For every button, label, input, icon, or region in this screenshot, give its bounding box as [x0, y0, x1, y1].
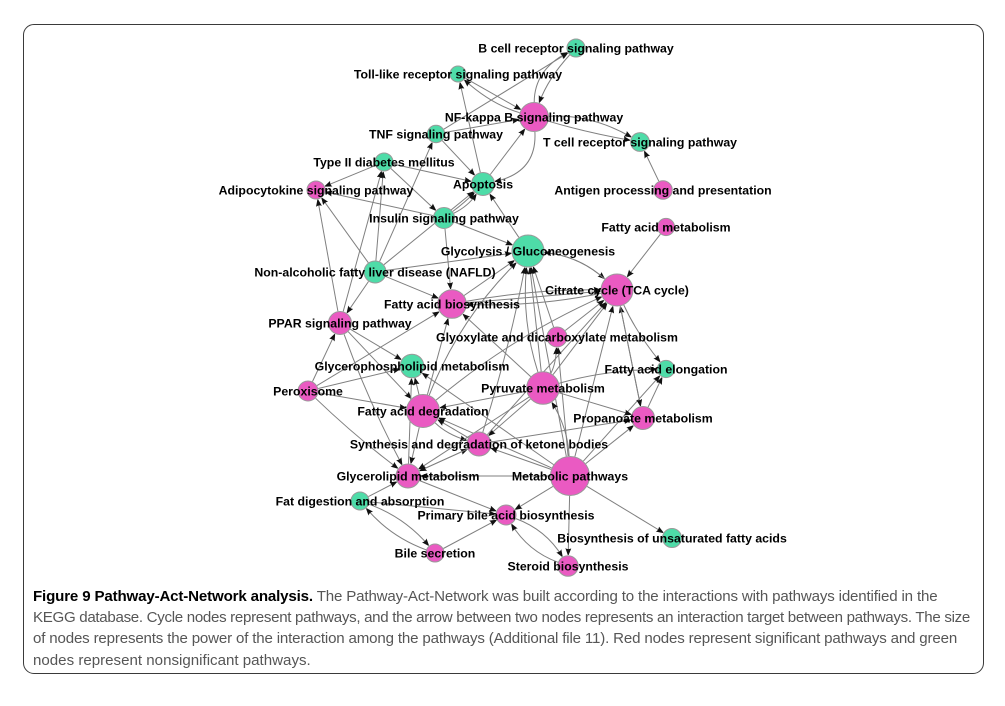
svg-text:Fatty acid biosynthesis: Fatty acid biosynthesis — [384, 298, 520, 312]
svg-text:NF-kappa B signaling pathway: NF-kappa B signaling pathway — [445, 111, 623, 125]
svg-text:Type II diabetes mellitus: Type II diabetes mellitus — [313, 156, 454, 170]
svg-text:Metabolic pathways: Metabolic pathways — [512, 470, 628, 484]
svg-text:Biosynthesis of unsaturated fa: Biosynthesis of unsaturated fatty acids — [557, 532, 787, 546]
svg-text:Bile secretion: Bile secretion — [395, 547, 476, 561]
svg-text:Citrate cycle (TCA cycle): Citrate cycle (TCA cycle) — [545, 284, 689, 298]
svg-text:Fatty acid elongation: Fatty acid elongation — [605, 363, 728, 377]
svg-text:T cell receptor signaling path: T cell receptor signaling pathway — [543, 136, 737, 150]
svg-text:Glycerolipid metabolism: Glycerolipid metabolism — [337, 470, 480, 484]
svg-text:Synthesis and degradation of k: Synthesis and degradation of ketone bodi… — [350, 438, 608, 452]
svg-text:Fat digestion and absorption: Fat digestion and absorption — [276, 495, 445, 509]
svg-text:Fatty acid degradation: Fatty acid degradation — [357, 405, 488, 419]
svg-text:Fatty acid metabolism: Fatty acid metabolism — [601, 221, 730, 235]
svg-text:Non-alcoholic fatty liver dise: Non-alcoholic fatty liver disease (NAFLD… — [254, 266, 495, 280]
svg-text:Peroxisome: Peroxisome — [273, 385, 343, 399]
svg-text:Glyoxylate and dicarboxylate m: Glyoxylate and dicarboxylate metabolism — [436, 331, 678, 345]
svg-text:Glycerophospholipid metabolism: Glycerophospholipid metabolism — [315, 360, 510, 374]
svg-text:PPAR signaling pathway: PPAR signaling pathway — [268, 317, 411, 331]
svg-text:Apoptosis: Apoptosis — [453, 178, 513, 192]
svg-text:TNF signaling pathway: TNF signaling pathway — [369, 128, 503, 142]
svg-text:Primary bile acid biosynthesis: Primary bile acid biosynthesis — [417, 509, 594, 523]
svg-text:Steroid biosynthesis: Steroid biosynthesis — [508, 560, 629, 574]
svg-text:Propanoate metabolism: Propanoate metabolism — [573, 412, 712, 426]
svg-text:Insulin signaling pathway: Insulin signaling pathway — [369, 212, 519, 226]
svg-text:Glycolysis / Gluconeogenesis: Glycolysis / Gluconeogenesis — [441, 245, 615, 259]
svg-text:Antigen processing and present: Antigen processing and presentation — [554, 184, 771, 198]
svg-text:Pyruvate metabolism: Pyruvate metabolism — [481, 382, 605, 396]
svg-text:Adipocytokine signaling pathwa: Adipocytokine signaling pathway — [219, 184, 414, 198]
svg-text:B cell receptor signaling path: B cell receptor signaling pathway — [478, 42, 674, 56]
svg-text:Toll-like receptor signaling p: Toll-like receptor signaling pathway — [354, 68, 562, 82]
